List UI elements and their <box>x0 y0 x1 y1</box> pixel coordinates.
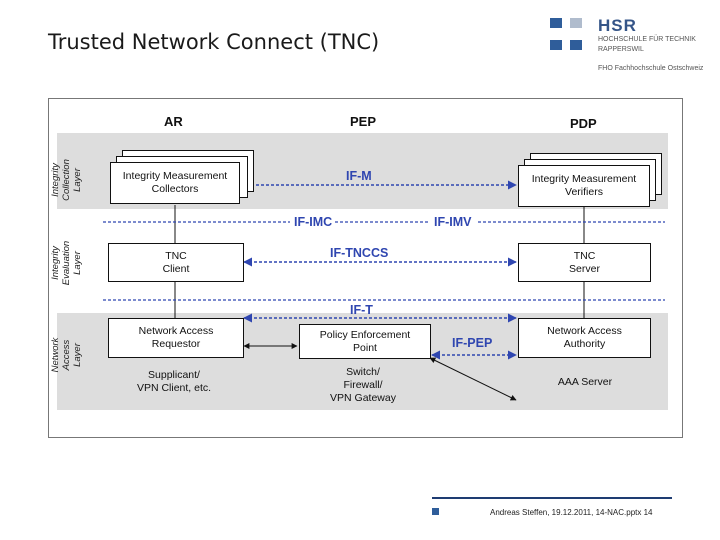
box-line: Integrity Measurement <box>531 173 637 185</box>
footer-rule <box>432 497 672 499</box>
slide-title: Trusted Network Connect (TNC) <box>48 30 380 54</box>
footer-square <box>432 508 439 515</box>
switch-note: Switch/ Firewall/ VPN Gateway <box>306 366 420 405</box>
box-line: Authority <box>563 338 606 350</box>
logo-square <box>570 40 582 50</box>
box-line: Network Access <box>547 325 622 337</box>
box-line: Policy Enforcement <box>319 328 411 341</box>
box-line: Point <box>353 341 377 354</box>
logo-line-3: FHO Fachhochschule Ostschweiz <box>598 65 704 72</box>
note-line: Supplicant/ <box>148 369 200 381</box>
if-tnccs-label: IF-TNCCS <box>330 246 389 260</box>
box-line: Collectors <box>151 183 199 195</box>
if-m-label: IF-M <box>346 169 372 183</box>
note-line: Switch/ <box>346 366 380 378</box>
box-line: Network Access <box>138 325 214 337</box>
box-line: Client <box>162 262 190 275</box>
pep-aaa-arrow <box>429 357 517 401</box>
note-line: VPN Client, etc. <box>136 382 212 394</box>
if-pep-label: IF-PEP <box>452 336 493 350</box>
logo-square <box>550 40 562 50</box>
footer-text: Andreas Steffen, 19.12.2011, 14-NAC.pptx… <box>490 508 653 517</box>
logo-square <box>550 18 562 28</box>
if-imv-label: IF-IMV <box>432 215 474 229</box>
note-line: Firewall/ <box>343 379 383 391</box>
hsr-logo: HSR HOCHSCHULE FÜR TECHNIK RAPPERSWIL FH… <box>548 14 716 74</box>
column-pdp: PDP <box>570 116 597 131</box>
column-pep: PEP <box>350 114 377 129</box>
box-line: Integrity Measurement <box>122 170 228 182</box>
note-line: VPN Gateway <box>330 392 396 404</box>
logo-brand: HSR <box>598 16 637 35</box>
box-line: Requestor <box>151 338 201 350</box>
logo-line-2: RAPPERSWIL <box>598 46 644 53</box>
if-t-label: IF-T <box>350 303 373 317</box>
box-line: Verifiers <box>565 186 603 198</box>
column-ar: AR <box>164 114 183 129</box>
tnc-diagram-frame <box>48 98 683 438</box>
if-imc-label: IF-IMC <box>292 215 335 229</box>
box-line: TNC <box>573 249 596 262</box>
supplicant-note: Supplicant/ VPN Client, etc. <box>112 369 236 395</box>
box-line: Server <box>569 262 600 275</box>
logo-square <box>570 18 582 28</box>
box-line: TNC <box>165 249 187 262</box>
logo-line-1: HOCHSCHULE FÜR TECHNIK <box>598 36 696 43</box>
aaa-server-note: AAA Server <box>557 376 613 388</box>
